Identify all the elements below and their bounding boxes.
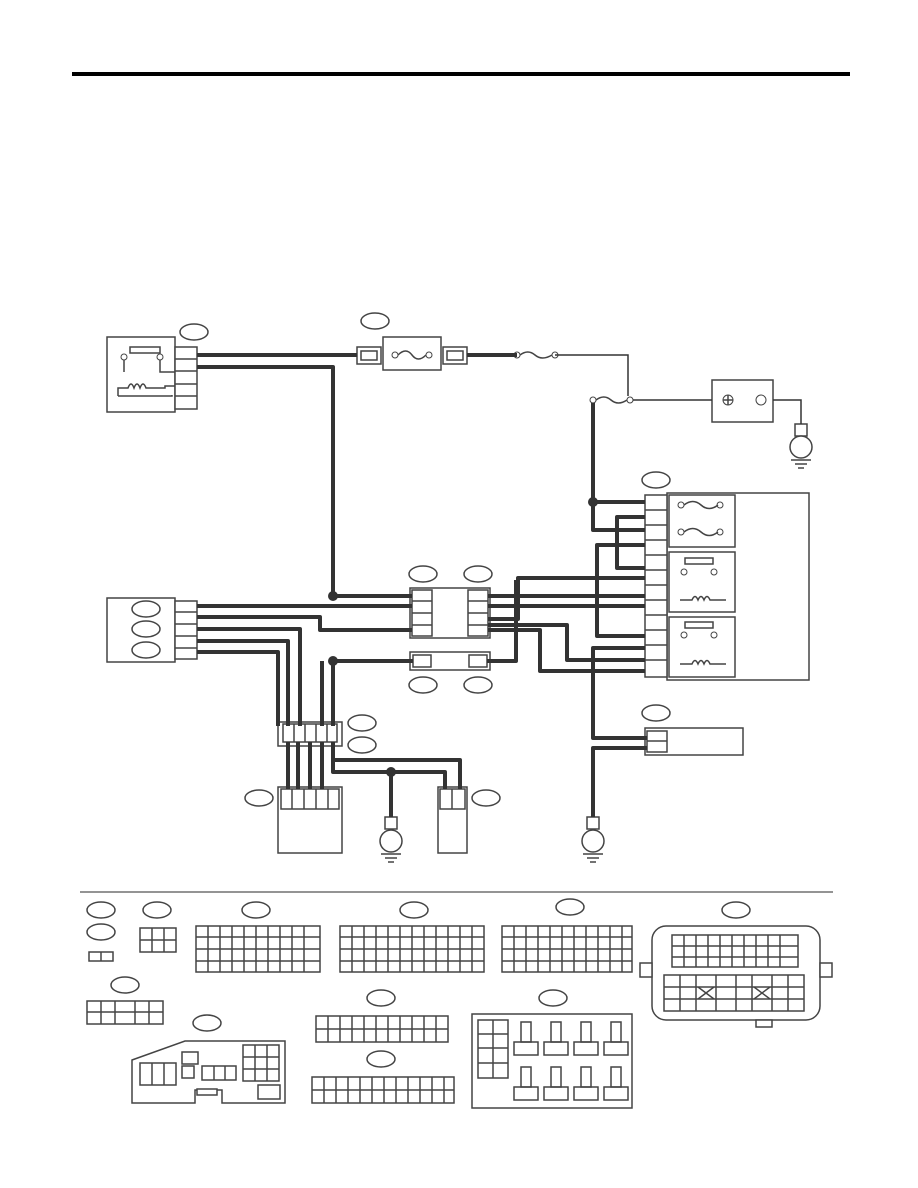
connector-callout (463, 676, 493, 694)
connector-callout (408, 676, 438, 694)
connector-callout (471, 789, 501, 807)
fuse (356, 336, 468, 371)
sensor-left (277, 786, 343, 854)
ground-symbol (379, 816, 403, 863)
header-rule (72, 72, 850, 76)
main-relay (106, 336, 198, 413)
battery (711, 379, 774, 423)
joint-connector-lower (409, 651, 491, 671)
connector-callout (641, 704, 671, 722)
connector-callout (244, 789, 274, 807)
connector-callout (347, 714, 377, 732)
legend-connectors (86, 898, 833, 1109)
rh-module (644, 727, 744, 756)
sensor-right (437, 786, 468, 854)
wires (197, 353, 802, 817)
relay-box (644, 492, 810, 681)
control-unit (106, 597, 198, 663)
connector-callout (641, 471, 671, 489)
connector-callout (463, 565, 493, 583)
connector-callout (347, 736, 377, 754)
connector-callout (360, 312, 390, 330)
connector-callout (408, 565, 438, 583)
fusible-link-lower (589, 396, 634, 404)
fusible-link (513, 351, 559, 359)
ground-symbol (789, 423, 813, 469)
connector-callout (179, 323, 209, 341)
ground-symbol (581, 816, 605, 863)
joint-connector-upper (409, 587, 491, 639)
